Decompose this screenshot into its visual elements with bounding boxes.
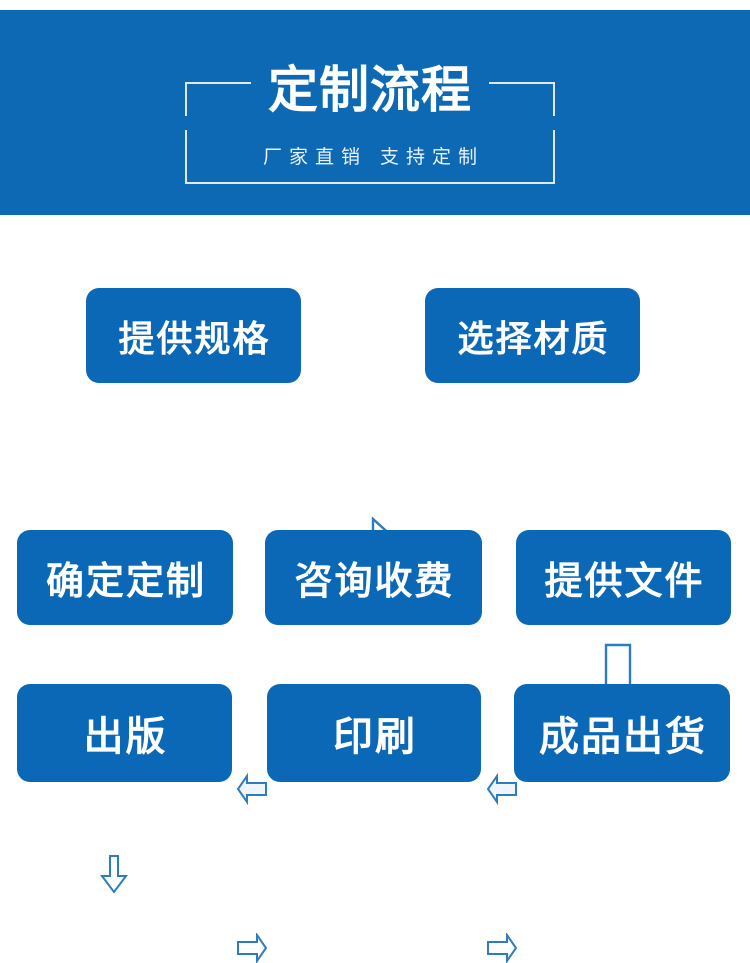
flow-step-finished-shipment[interactable]: 成品出货 bbox=[514, 684, 730, 782]
arrow-right-small-icon-1 bbox=[236, 933, 268, 963]
flow-step-confirm-custom[interactable]: 确定定制 bbox=[17, 530, 233, 625]
bracket-bottom-frame bbox=[185, 130, 555, 184]
flow-step-print[interactable]: 印刷 bbox=[267, 684, 481, 782]
header-banner: 定制流程 厂家直销 支持定制 bbox=[0, 10, 750, 215]
arrow-right-small-icon-2 bbox=[486, 933, 518, 963]
flow-step-provide-file[interactable]: 提供文件 bbox=[516, 530, 731, 625]
banner-frame: 定制流程 厂家直销 支持定制 bbox=[185, 62, 555, 184]
page-title: 定制流程 bbox=[268, 61, 472, 119]
page-subtitle: 厂家直销 支持定制 bbox=[262, 146, 485, 168]
flow-step-provide-spec[interactable]: 提供规格 bbox=[86, 288, 301, 383]
arrow-left-small-icon-1 bbox=[236, 773, 268, 805]
flow-step-publish[interactable]: 出版 bbox=[17, 684, 232, 782]
arrow-down-small-icon bbox=[100, 854, 128, 894]
flow-step-choose-material[interactable]: 选择材质 bbox=[425, 288, 640, 383]
flow-step-consult-fee[interactable]: 咨询收费 bbox=[265, 530, 482, 625]
bracket-top-left bbox=[185, 82, 251, 116]
arrow-left-small-icon-2 bbox=[486, 773, 518, 805]
flow-chart: 提供规格 选择材质 确定定制 咨询收费 提供文件 出版 印刷 成品出货 bbox=[0, 215, 750, 963]
bracket-top-right bbox=[489, 82, 555, 116]
